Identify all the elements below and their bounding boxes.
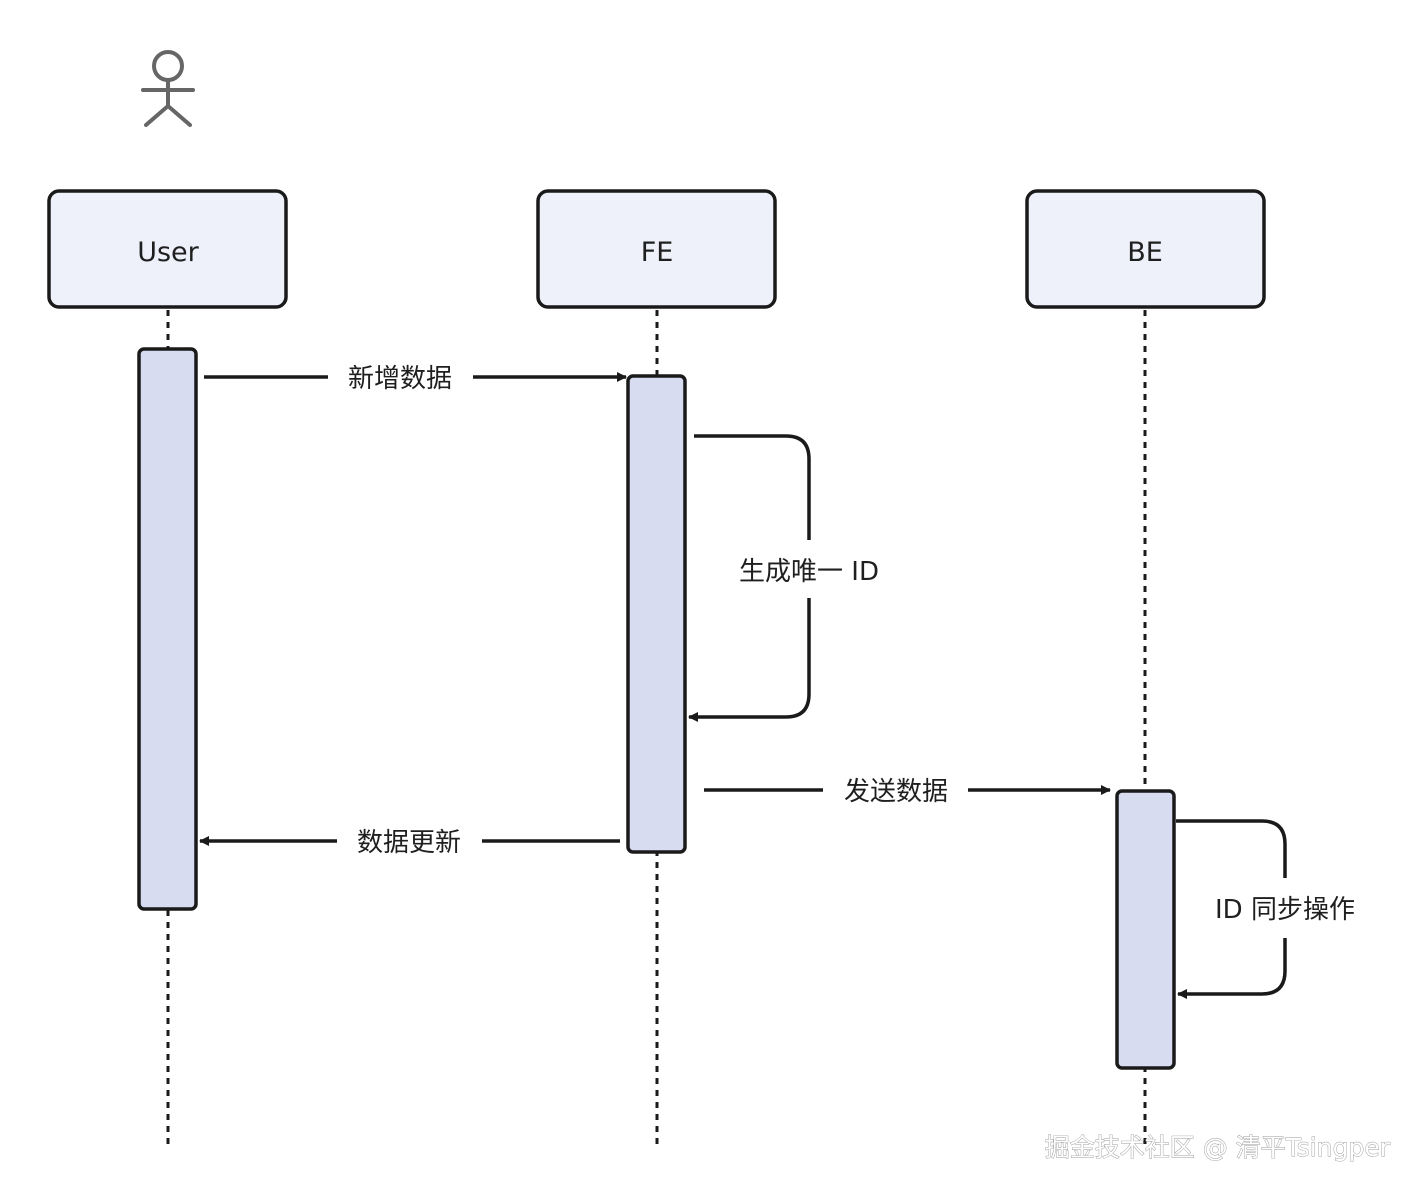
message-label-add-data: 新增数据 (348, 364, 452, 394)
participant-be: BE (1025, 189, 1266, 309)
participant-be-label: BE (1127, 237, 1163, 268)
message-user-to-fe: 新增数据 (204, 364, 627, 394)
message-label-send-data: 发送数据 (844, 777, 948, 807)
message-label-generate-id: 生成唯一 ID (739, 557, 879, 587)
message-label-data-update: 数据更新 (357, 828, 461, 858)
message-fe-to-be: 发送数据 (704, 777, 1111, 807)
watermark-text: 掘金技术社区 @ 清平Tsingper (1045, 1133, 1391, 1162)
message-fe-self: 生成唯一 ID (688, 434, 879, 722)
message-label-id-sync: ID 同步操作 (1215, 895, 1355, 925)
participant-user: User (47, 189, 288, 309)
activation-fe (626, 374, 687, 854)
participant-fe: FE (536, 189, 777, 309)
participant-user-label: User (137, 237, 199, 268)
message-fe-to-user: 数据更新 (199, 828, 620, 858)
message-be-self: ID 同步操作 (1176, 819, 1355, 999)
activation-be (1115, 789, 1176, 1070)
participant-fe-label: FE (641, 237, 674, 268)
activation-user (137, 347, 198, 911)
actor-icon (141, 50, 195, 127)
